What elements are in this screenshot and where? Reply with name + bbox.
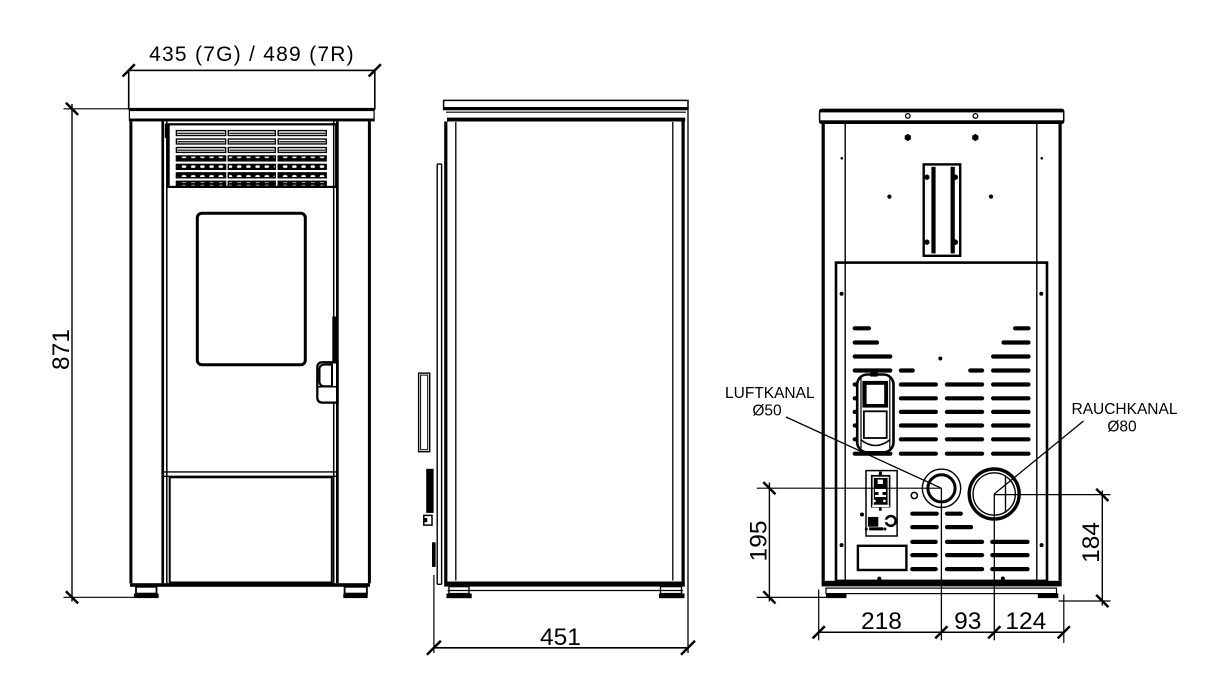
svg-text:LUFTKANAL: LUFTKANAL bbox=[725, 385, 815, 402]
svg-text:93: 93 bbox=[954, 608, 981, 635]
svg-text:Ø50: Ø50 bbox=[752, 403, 782, 420]
svg-text:124: 124 bbox=[1005, 608, 1046, 635]
svg-text:Ø80: Ø80 bbox=[1107, 419, 1137, 436]
svg-text:195: 195 bbox=[746, 521, 773, 562]
svg-text:RAUCHKANAL: RAUCHKANAL bbox=[1072, 401, 1178, 418]
svg-text:871: 871 bbox=[48, 329, 75, 370]
svg-text:184: 184 bbox=[1078, 522, 1105, 563]
svg-text:218: 218 bbox=[861, 608, 902, 635]
svg-text:435 (7G) / 489 (7R): 435 (7G) / 489 (7R) bbox=[149, 43, 355, 66]
svg-text:451: 451 bbox=[540, 624, 581, 651]
